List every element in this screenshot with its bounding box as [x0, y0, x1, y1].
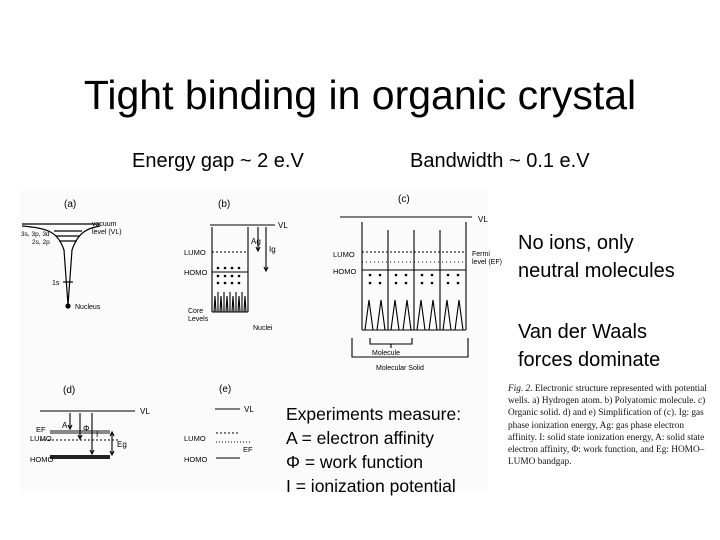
- panel-c-wells: [361, 222, 467, 331]
- band-electrons: [368, 273, 460, 285]
- note-van-der-waals: Van der Waals forces dominate: [518, 318, 660, 374]
- panel-e-simplified-solid: (e) VL LUMO HOMO EF: [184, 384, 254, 464]
- experiments-list: Experiments measure: A = electron affini…: [286, 402, 461, 498]
- solid-bracket: [351, 338, 469, 358]
- label-ag: Ag: [251, 237, 261, 246]
- experiments-electron-affinity: A = electron affinity: [286, 428, 435, 448]
- figure-scan-background: [20, 190, 488, 492]
- label-a: A: [62, 421, 68, 430]
- label-levels: Levels: [188, 316, 209, 323]
- panel-d-simplified-solid: (d) VL EF LUMO HOMO A Φ I Eg: [30, 385, 150, 464]
- label-vl: VL: [278, 221, 288, 230]
- label-lumo: LUMO: [333, 250, 355, 259]
- panel-b-label: (b): [218, 199, 230, 210]
- note-line: forces dominate: [518, 349, 661, 371]
- label-fermi-level: level (EF): [472, 259, 502, 266]
- label-vl: VL: [140, 407, 150, 416]
- experiments-ionization-potential: I = ionization potential: [286, 476, 456, 496]
- label-lumo: LUMO: [30, 434, 52, 443]
- label-vacuum: vacuum: [92, 221, 117, 228]
- label-core: Core: [188, 308, 203, 315]
- panel-b-core-wells: [213, 295, 247, 313]
- label-vl: VL: [244, 405, 254, 414]
- panel-c-organic-solid: (c) VL LUMO HOMO Fermi level (EF) Molecu…: [333, 194, 502, 372]
- panel-c-core-wells: [364, 299, 464, 331]
- experiments-work-function: Φ = work function: [286, 452, 424, 472]
- label-ig: Ig: [269, 245, 276, 254]
- label-fermi: Fermi: [472, 251, 490, 258]
- panel-e-label: (e): [219, 384, 231, 395]
- label-homo: HOMO: [184, 268, 207, 277]
- note-line: Van der Waals: [518, 321, 647, 343]
- label-nuclei: Nuclei: [253, 325, 273, 332]
- nucleus-dot: [65, 303, 71, 309]
- label-1s: 1s: [52, 280, 60, 287]
- label-homo: HOMO: [30, 455, 53, 464]
- bandwidth-label: Bandwidth ~ 0.1 e.V: [410, 150, 590, 172]
- arrow-heads: [255, 246, 269, 273]
- caption-label: Fig. 2.: [508, 384, 533, 394]
- experiments-heading: Experiments measure:: [286, 404, 462, 424]
- label-homo: HOMO: [184, 455, 207, 464]
- panel-d-arrows: [69, 413, 113, 455]
- caption-text: Electronic structure represented with po…: [508, 384, 707, 468]
- panel-a-label: (a): [64, 199, 76, 210]
- label-phi: Φ: [83, 424, 89, 433]
- label-lumo: LUMO: [184, 434, 206, 443]
- label-vl: VL: [478, 215, 488, 224]
- note-neutral-molecules: No ions, only neutral molecules: [518, 229, 675, 285]
- label-molecular-solid: Molecular Solid: [376, 365, 424, 372]
- panel-a-hydrogen-atom: (a) 3s, 3p, 3d 2s, 2p vacuum level (VL) …: [21, 199, 122, 311]
- label-molecule: Molecule: [372, 350, 400, 357]
- panel-c-label: (c): [398, 194, 410, 205]
- panel-b-wells: [211, 227, 249, 313]
- homo-band: [50, 455, 110, 459]
- panel-b-polyatomic-molecule: (b) VL LUMO HOMO Ag Ig Core Levels Nucle…: [184, 199, 288, 332]
- label-ef: EF: [36, 425, 46, 434]
- figure-caption: Fig. 2. Electronic structure represented…: [508, 383, 708, 468]
- label-3s3p3d: 3s, 3p, 3d: [21, 231, 50, 238]
- label-i: I: [96, 430, 98, 439]
- label-vacuum-level: level (VL): [92, 229, 122, 236]
- label-ef: EF: [243, 445, 253, 454]
- label-2s2p: 2s, 2p: [32, 239, 50, 246]
- slide-title: Tight binding in organic crystal: [83, 72, 637, 118]
- homo-electrons: [216, 266, 241, 285]
- energy-gap-label: Energy gap ~ 2 e.V: [132, 150, 304, 172]
- label-lumo: LUMO: [184, 248, 206, 257]
- molecule-bracket: [369, 338, 413, 348]
- arrow-heads: [67, 424, 115, 457]
- note-line: neutral molecules: [518, 260, 675, 282]
- panel-d-label: (d): [63, 385, 75, 396]
- label-eg: Eg: [117, 440, 127, 449]
- note-line: No ions, only: [518, 232, 634, 254]
- label-homo: HOMO: [333, 267, 356, 276]
- label-nucleus: Nucleus: [75, 304, 101, 311]
